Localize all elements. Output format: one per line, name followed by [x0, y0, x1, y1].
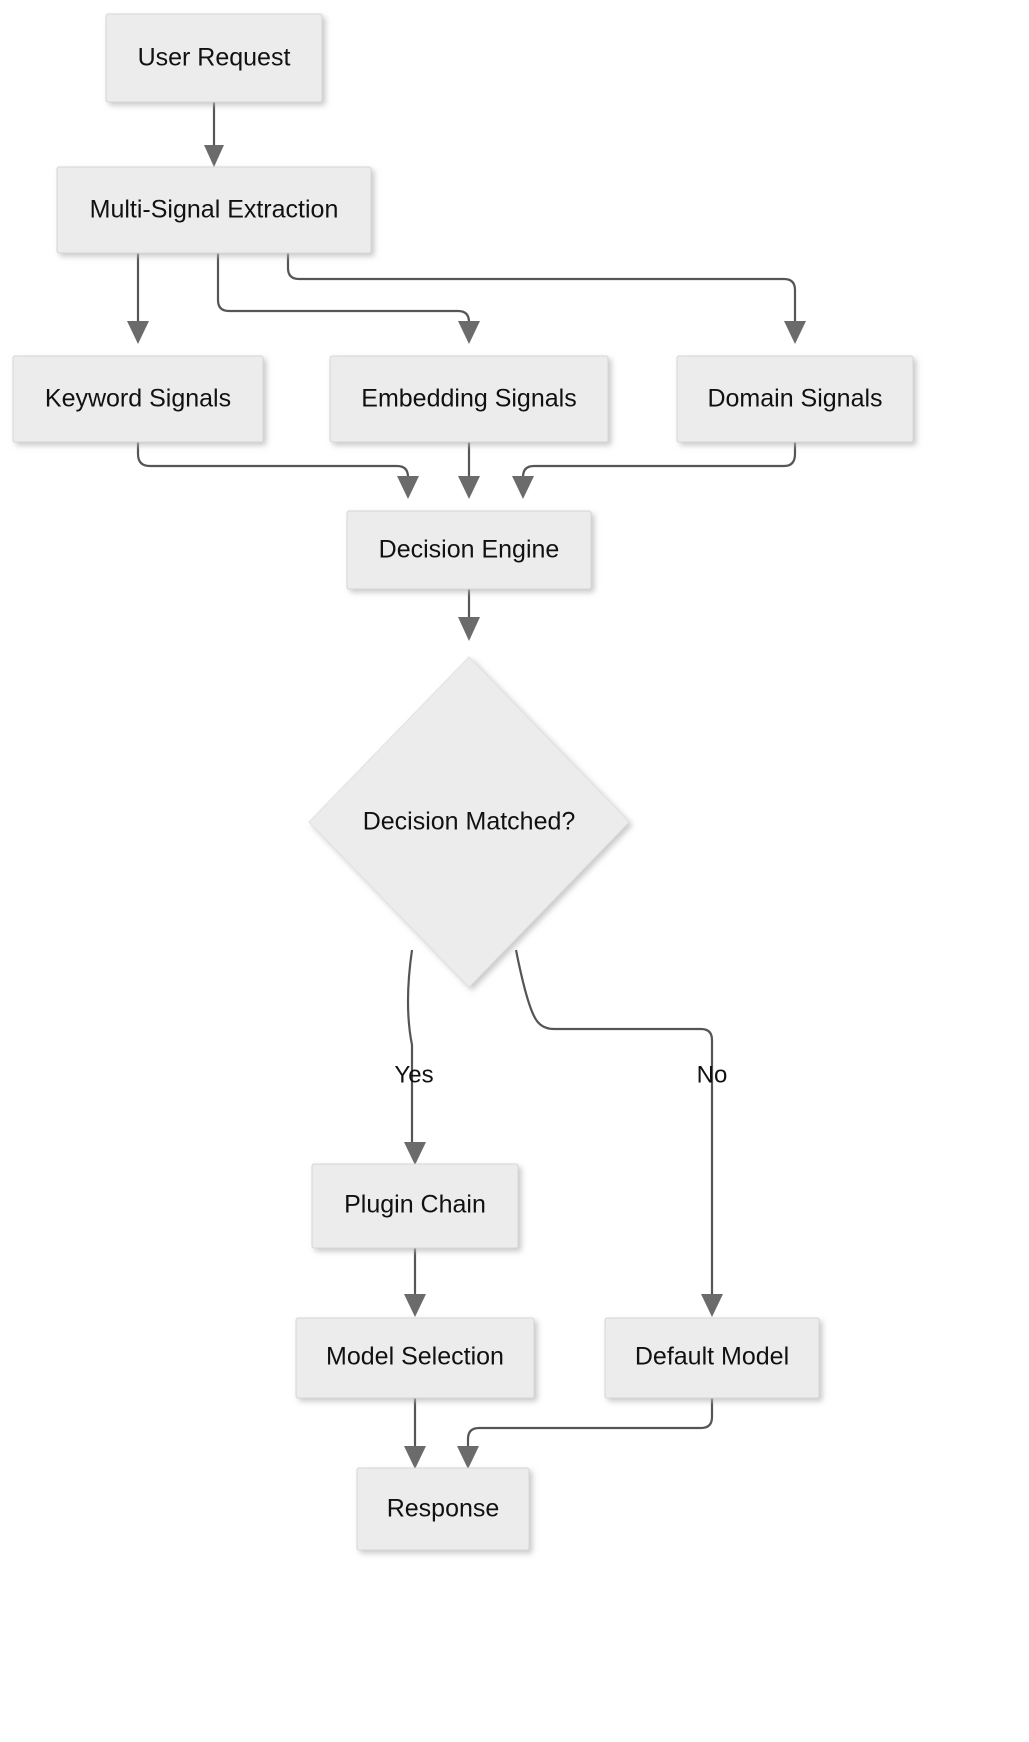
node-label-decision-matched: Decision Matched?: [363, 808, 576, 836]
node-label-default-model: Default Model: [635, 1343, 789, 1371]
nodes-layer: User Request Multi-Signal Extraction Key…: [12, 13, 914, 1551]
node-plugin-chain[interactable]: Plugin Chain: [311, 1163, 519, 1249]
node-label-domain-signals: Domain Signals: [707, 385, 882, 413]
node-label-model-selection: Model Selection: [326, 1343, 504, 1371]
node-model-selection[interactable]: Model Selection: [295, 1317, 535, 1399]
node-embedding-signals[interactable]: Embedding Signals: [329, 355, 609, 443]
edge-label-no: No: [697, 1061, 728, 1088]
node-label-embedding-signals: Embedding Signals: [361, 385, 576, 413]
edge-multi-signal-to-domain-signals: [286, 253, 806, 344]
edge-embedding-signals-to-decision-engine: [458, 442, 480, 499]
edges-layer: Yes No: [127, 102, 806, 1469]
node-decision-matched[interactable]: Decision Matched?: [308, 656, 630, 988]
node-label-user-request: User Request: [138, 44, 291, 72]
node-label-plugin-chain: Plugin Chain: [344, 1191, 486, 1219]
node-label-response: Response: [387, 1495, 500, 1523]
edge-multi-signal-to-keyword-signals: [127, 253, 149, 344]
edge-default-model-to-response: [457, 1398, 714, 1469]
node-label-decision-engine: Decision Engine: [379, 536, 560, 564]
node-keyword-signals[interactable]: Keyword Signals: [12, 355, 264, 443]
edge-plugin-chain-to-model-selection: [404, 1248, 426, 1317]
node-multi-signal-extraction[interactable]: Multi-Signal Extraction: [56, 166, 372, 254]
node-default-model[interactable]: Default Model: [604, 1317, 820, 1399]
edge-decision-engine-to-decision-matched: [458, 589, 480, 641]
edge-user-request-to-multi-signal: [204, 102, 224, 167]
edge-decision-matched-to-default-model: No: [514, 949, 728, 1317]
edge-keyword-signals-to-decision-engine: [136, 442, 419, 499]
node-user-request[interactable]: User Request: [105, 13, 323, 103]
node-decision-engine[interactable]: Decision Engine: [346, 510, 592, 590]
edge-multi-signal-to-embedding-signals: [216, 253, 480, 344]
edge-model-selection-to-response: [404, 1398, 426, 1469]
node-domain-signals[interactable]: Domain Signals: [676, 355, 914, 443]
edge-decision-matched-to-plugin-chain: Yes: [394, 949, 434, 1165]
node-label-multi-signal-extraction: Multi-Signal Extraction: [90, 196, 339, 224]
node-label-keyword-signals: Keyword Signals: [45, 385, 231, 413]
edge-domain-signals-to-decision-engine: [512, 442, 797, 499]
node-response[interactable]: Response: [356, 1467, 530, 1551]
edge-label-yes: Yes: [394, 1061, 433, 1088]
